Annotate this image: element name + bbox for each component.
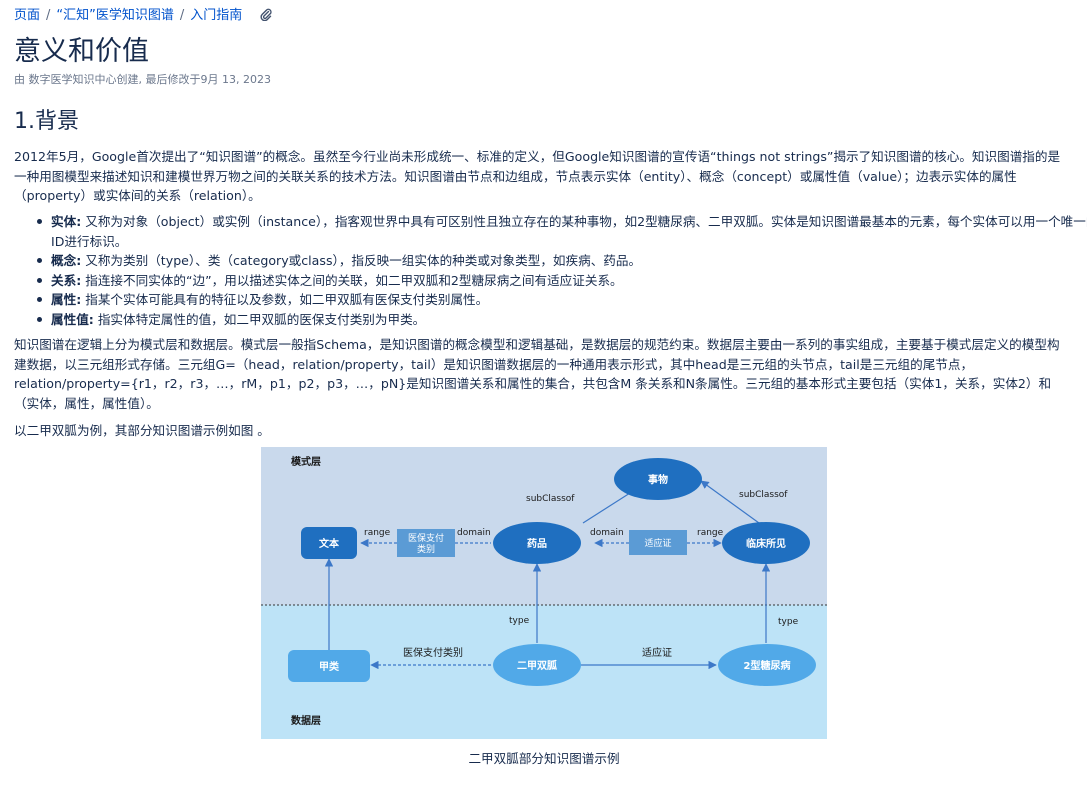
label-domain-right: domain [590,528,624,538]
node-drug-label: 药品 [527,537,547,550]
box-insurance-label-1: 医保支付 [408,532,444,544]
breadcrumb-pages[interactable]: 页面 [14,8,41,23]
breadcrumb-getting-started[interactable]: 入门指南 [190,8,243,23]
list-item-term: 属性值: [51,311,94,327]
node-text-label: 文本 [319,537,340,550]
list-item-text: 指某个实体可能具有的特征以及参数，如二甲双胍有医保支付类别属性。 [81,292,489,307]
knowledge-graph-figure[interactable]: 模式层 数据层 subClassof subClassof range doma… [261,447,827,739]
paragraph-background: 2012年5月，Google首次提出了“知识图谱”的概念。虽然至今行业尚未形成统… [14,149,1061,203]
schema-layer-label: 模式层 [291,455,321,468]
node-clinical-finding[interactable] [722,522,810,564]
breadcrumb-separator: / [179,8,185,23]
list-item: 概念: 又称为类别（type）、类（category或class），指反映一组实… [37,251,1087,271]
node-classA-label: 甲类 [319,660,339,673]
paragraph-example-intro: 以二甲双胍为例，其部分知识图谱示例如图 。 [14,423,270,438]
label-domain-left: domain [457,528,491,538]
list-item-text: 又称为类别（type）、类（category或class），指反映一组实体的种类… [81,253,642,268]
node-t2dm[interactable] [718,644,816,686]
list-item: 属性: 指某个实体可能具有的特征以及参数，如二甲双胍有医保支付类别属性。 [37,290,1087,310]
edge-subclass-finding-thing [700,480,760,524]
box-insurance [397,529,455,557]
list-item-term: 实体: [51,214,82,229]
node-clinical-finding-label: 临床所见 [746,537,786,550]
box-indication [629,530,687,555]
box-indication-label: 适应证 [644,537,671,549]
paperclip-icon[interactable] [260,8,273,27]
node-metformin[interactable] [493,644,581,686]
paragraph-layers: 知识图谱在逻辑上分为模式层和数据层。模式层一般指Schema，是知识图谱的概念模… [14,337,1060,411]
breadcrumb-knowledge-graph[interactable]: “汇知”医学知识图谱 [56,8,174,23]
list-item: 关系: 指连接不同实体的“边”，用以描述实体之间的关联，如二甲双胍和2型糖尿病之… [37,271,1087,291]
section-heading: 1.背景 [14,109,79,134]
breadcrumb-separator: / [46,8,51,23]
node-t2dm-label: 2型糖尿病 [744,659,791,672]
page-title: 意义和价值 [14,36,149,67]
knowledge-graph-diagram: 模式层 数据层 subClassof subClassof range doma… [261,447,827,739]
definition-list: 实体: 又称为对象（object）或实例（instance），指客观世界中具有可… [14,212,1087,329]
label-range-left: range [364,528,391,538]
list-item: 属性值: 指实体特定属性的值，如二甲双胍的医保支付类别为甲类。 [37,310,1087,330]
label-indication-edge: 适应证 [642,646,672,659]
box-insurance-label-2: 类别 [417,543,435,555]
label-subclass-left: subClassof [526,494,575,504]
node-thing-label: 事物 [648,473,668,486]
list-item-term: 属性: [51,292,82,307]
list-item-text: 指连接不同实体的“边”，用以描述实体之间的关联，如二甲双胍和2型糖尿病之间有适应… [81,272,623,288]
node-text[interactable] [301,527,357,559]
node-thing[interactable] [614,458,702,500]
list-item-text: 又称为对象（object）或实例（instance），指客观世界中具有可区别性且… [51,214,1087,249]
label-insurance-edge: 医保支付类别 [403,646,463,659]
label-type-right: type [778,617,799,627]
list-item: 实体: 又称为对象（object）或实例（instance），指客观世界中具有可… [37,212,1087,251]
label-range-right: range [697,528,724,538]
node-classA[interactable] [288,650,370,682]
label-type-left: type [509,616,530,626]
data-layer-label: 数据层 [291,714,321,727]
breadcrumb: 页面 / “汇知”医学知识图谱 / 入门指南 [14,7,273,27]
figure-caption: 二甲双胍部分知识图谱示例 [468,751,620,766]
list-item-text: 指实体特定属性的值，如二甲双胍的医保支付类别为甲类。 [93,311,426,327]
list-item-term: 关系: [51,272,82,288]
label-subclass-right: subClassof [739,490,788,500]
page-metadata: 由 数字医学知识中心创建, 最后修改于9月 13, 2023 [14,73,271,86]
list-item-term: 概念: [51,253,82,268]
node-metformin-label: 二甲双胍 [517,659,557,672]
node-drug[interactable] [493,522,581,564]
